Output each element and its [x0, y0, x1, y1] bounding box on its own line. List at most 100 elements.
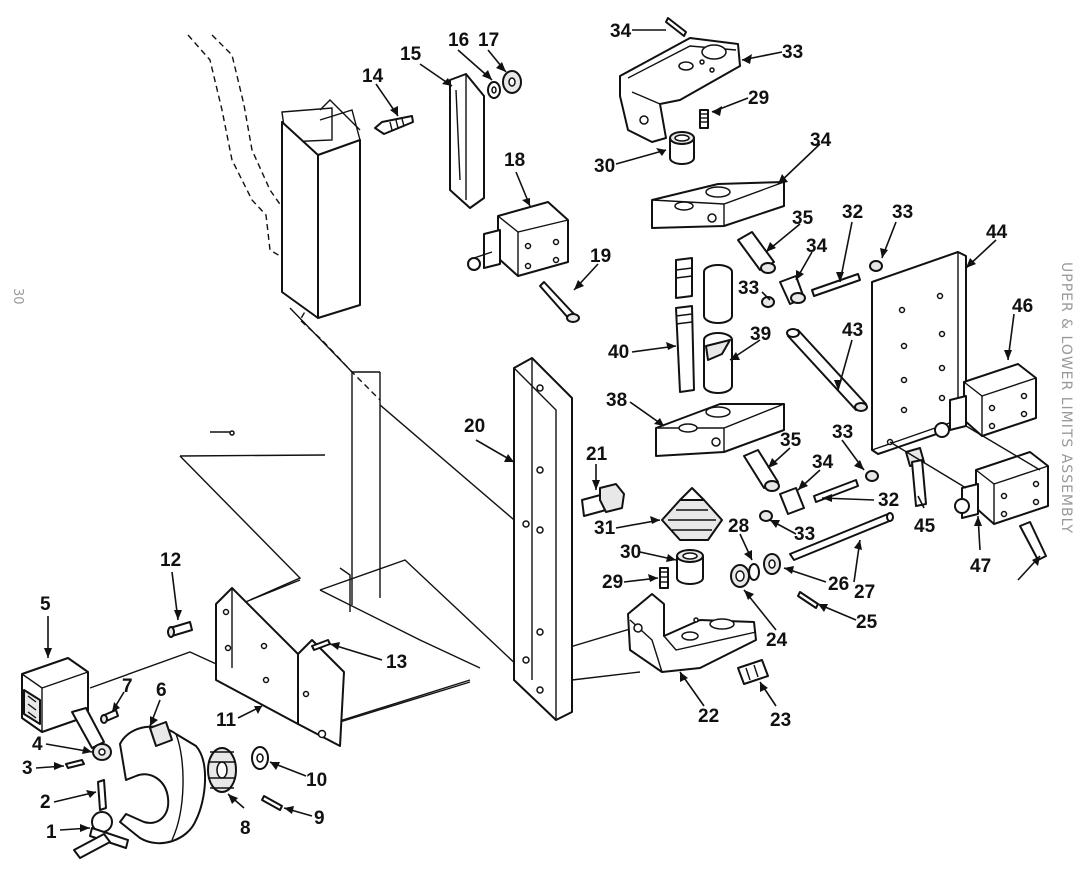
part-41-block	[651, 181, 785, 229]
callout-21: 21	[586, 444, 608, 465]
callout-20: 20	[464, 416, 485, 437]
callout-15: 15	[400, 44, 422, 65]
part-39-bracket	[619, 37, 741, 143]
callout-44: 45	[914, 516, 936, 537]
callout-35-lower: 35	[780, 430, 802, 451]
part-32-rod-lower	[813, 479, 859, 503]
callout-23: 23	[770, 710, 791, 731]
callout-33-lower-left: 33	[794, 524, 815, 545]
part-47-screw	[1019, 521, 1047, 561]
part-34-sleeve-lower	[779, 487, 805, 515]
part-4-nut	[92, 743, 112, 761]
part-16-washer	[487, 81, 501, 99]
part-40-pin	[665, 17, 687, 37]
callout-4: 4	[32, 734, 43, 755]
part-45-limit-switch	[934, 363, 1037, 438]
part-20-mounting-plate	[513, 357, 573, 721]
callout-37: 39	[750, 324, 771, 345]
callout-36: 38	[606, 390, 627, 411]
callout-24: 24	[766, 630, 788, 651]
part-19-screw	[539, 281, 580, 323]
callout-17: 17	[478, 30, 499, 51]
part-29-setscrew-lower	[659, 567, 669, 589]
callout-34-lower: 34	[812, 452, 834, 473]
callout-29-upper: 29	[748, 88, 769, 109]
part-22-lower-bracket	[627, 593, 757, 673]
part-30-bushing-upper	[669, 131, 695, 165]
callout-40: 34	[610, 21, 632, 42]
part-18-limit-switch	[467, 201, 569, 277]
part-35-pin-upper	[737, 231, 776, 274]
callout-41: 34	[810, 130, 832, 151]
callout-26: 26	[828, 574, 849, 595]
part-27-rod	[789, 512, 894, 561]
callout-35-upper: 35	[792, 208, 814, 229]
callout-labels: 34 33 29 30 34 35 34 32 33 33 44 43 39 4…	[22, 21, 1033, 843]
part-46-limit-switch	[954, 451, 1049, 525]
part-35-pin-lower	[743, 449, 780, 492]
callout-8: 8	[240, 818, 251, 839]
part-44-bolt	[905, 447, 927, 507]
callout-31: 31	[594, 518, 616, 539]
part-33-nut-lower-right	[865, 470, 879, 482]
part-32-rod-upper	[811, 273, 861, 297]
part-29-setscrew-upper	[699, 109, 709, 129]
part-23-bolt	[737, 659, 769, 685]
callout-30-upper: 30	[594, 156, 615, 177]
callout-2: 2	[40, 792, 51, 813]
machine-frame-outline	[89, 34, 661, 725]
part-42-rod	[786, 328, 868, 412]
callout-30-lower: 30	[620, 542, 641, 563]
callout-19: 19	[590, 246, 611, 267]
part-14-screw	[374, 115, 414, 135]
callout-46: 47	[970, 556, 991, 577]
callout-9: 9	[314, 808, 325, 829]
part-15-slide-bar	[449, 73, 485, 209]
callout-33-upper-right: 33	[892, 202, 913, 223]
callout-22: 22	[698, 706, 719, 727]
part-6-clamp	[119, 721, 206, 845]
callout-33-lower-right: 33	[832, 422, 853, 443]
part-33-nut-lower-left	[759, 510, 773, 522]
part-2-pin	[97, 779, 107, 811]
callout-29-lower: 29	[602, 572, 623, 593]
side-title: UPPER & LOWER LIMITS ASSEMBLY	[1058, 262, 1074, 534]
part-10-bushing	[251, 746, 269, 770]
callout-16: 16	[448, 30, 469, 51]
part-25-pin	[797, 591, 819, 609]
part-33-nut-upper-right	[869, 260, 883, 272]
callout-28: 28	[728, 516, 749, 537]
callout-25: 25	[856, 612, 878, 633]
part-8-gear	[207, 747, 237, 793]
callout-12: 12	[160, 550, 181, 571]
callout-32-upper: 32	[842, 202, 863, 223]
callout-39: 33	[782, 42, 803, 63]
callout-10: 10	[306, 770, 327, 791]
callout-18: 18	[504, 150, 525, 171]
callout-42: 43	[842, 320, 863, 341]
callout-27: 27	[854, 582, 875, 603]
part-26-nut	[763, 553, 781, 575]
part-30-bushing-lower	[676, 549, 704, 585]
callout-14: 14	[362, 66, 384, 87]
part-24-collar	[730, 564, 750, 588]
callout-13: 13	[386, 652, 407, 673]
callout-34-upper: 34	[806, 236, 828, 257]
callout-38: 40	[608, 342, 629, 363]
callout-33-upper-left: 33	[738, 278, 759, 299]
part-9-pin	[261, 795, 283, 811]
callout-7: 7	[122, 676, 133, 697]
callout-45: 46	[1012, 296, 1033, 317]
part-3-pin	[65, 759, 85, 769]
callout-3: 3	[22, 758, 33, 779]
part-7-screw	[100, 709, 119, 724]
part-17-nut	[502, 70, 522, 94]
part-1-handle	[73, 811, 129, 859]
page-number: 30	[10, 288, 25, 305]
part-11-bracket-plate	[215, 587, 345, 747]
callout-43: 44	[986, 222, 1008, 243]
part-31-bevel-gear	[661, 487, 723, 541]
callout-5: 5	[40, 594, 51, 615]
part-34-sleeve-upper	[779, 275, 806, 305]
